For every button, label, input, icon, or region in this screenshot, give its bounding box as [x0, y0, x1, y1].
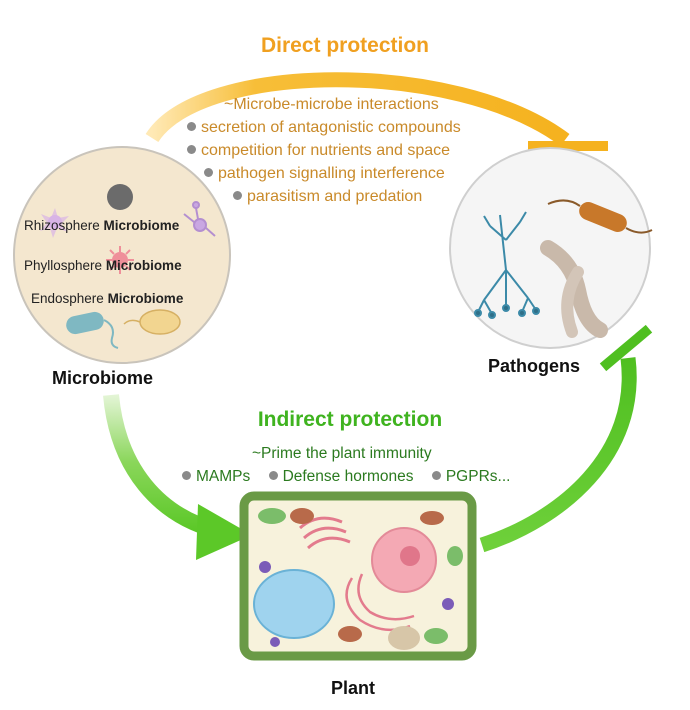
phyllosphere-label: Phyllosphere Microbiome [24, 258, 182, 273]
direct-protection-title: Direct protection [260, 34, 430, 57]
pink-virus-icon [106, 246, 134, 274]
pathogens-label: Pathogens [488, 356, 581, 376]
gray-microbe-icon [107, 184, 133, 210]
direct-item: secretion of antagonistic compounds [187, 119, 461, 137]
endosphere-label: Endosphere Microbiome [31, 291, 184, 306]
oval-microbe-icon [123, 309, 181, 335]
indirect-intro: ~Prime the plant immunity [252, 445, 432, 462]
hyphae-icon [540, 240, 608, 338]
bullet-dot [187, 145, 196, 154]
fungus-icon [474, 211, 540, 319]
plant-label: Plant [331, 678, 376, 698]
microbiome-label: Microbiome [52, 368, 154, 388]
golgi-icon [299, 516, 351, 550]
purple-microbe-icon [183, 201, 216, 237]
indirect-protection-arrow [103, 394, 252, 560]
indirect-items: MAMPs Defense hormones PGPRs... [182, 468, 510, 486]
direct-item: parasitism and predation [233, 188, 422, 206]
bullet-dot [431, 471, 441, 480]
plant-cell [239, 491, 477, 661]
direct-intro: ~Microbe-microbe interactions [224, 96, 439, 113]
bullet-dot [204, 168, 213, 177]
direct-item: pathogen signalling interference [204, 165, 445, 183]
bullet-dot [187, 122, 196, 131]
plant-pathogen-arrow [479, 324, 653, 553]
bullet-dot [233, 191, 242, 200]
direct-protection-arrow [145, 72, 608, 151]
indirect-protection-title: Indirect protection [257, 408, 443, 431]
vacuole-icon [253, 569, 335, 639]
direct-item: competition for nutrients and space [187, 142, 450, 160]
bacterium-icon [547, 199, 653, 234]
rhizosphere-label: Rhizosphere Microbiome [24, 218, 180, 233]
bullet-dot [268, 471, 278, 480]
bullet-dot [182, 471, 191, 480]
pathogens-circle [449, 147, 653, 349]
mitochondria-icon [290, 508, 314, 524]
rod-bacterium-icon [66, 311, 119, 349]
star-microbe-icon [40, 208, 69, 238]
chloroplast-icon [258, 508, 286, 524]
microbiome-circle [13, 146, 231, 364]
